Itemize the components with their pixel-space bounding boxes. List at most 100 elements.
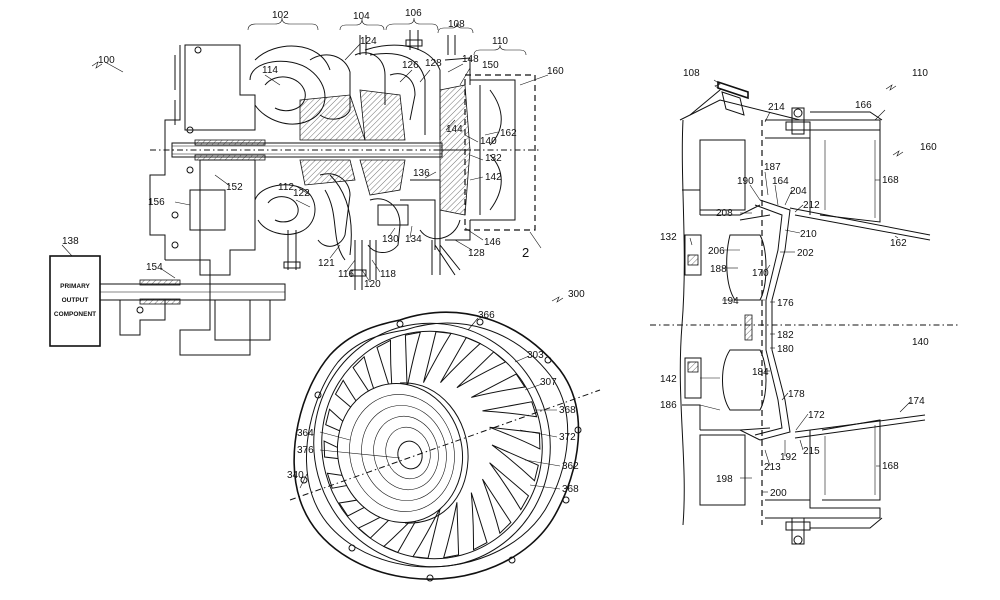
fig1-leaders: [61, 43, 549, 283]
top-bolt: [785, 107, 811, 135]
ref-307: 307: [540, 377, 557, 388]
ref-300: 300: [568, 289, 585, 300]
ref-121: 121: [318, 258, 335, 269]
ref-108-f3: 108: [683, 68, 700, 79]
ref-142-f3: 142: [660, 374, 677, 385]
ref-190: 190: [737, 176, 754, 187]
ref-134: 134: [405, 234, 422, 245]
ref-168-upper: 168: [882, 175, 899, 186]
ref-200: 200: [770, 488, 787, 499]
ref-208: 208: [716, 208, 733, 219]
ref-176: 176: [777, 298, 794, 309]
ref-194: 194: [722, 296, 739, 307]
ref-182: 182: [777, 330, 794, 341]
fittings: [283, 30, 456, 290]
vane: [442, 502, 460, 559]
vane: [491, 444, 539, 482]
ref-150: 150: [482, 60, 499, 71]
gearbox-housing: [119, 44, 331, 356]
ref-186: 186: [660, 400, 677, 411]
ref-136: 136: [413, 168, 430, 179]
ref-154: 154: [146, 262, 163, 273]
figure-2-impeller: 300 366 303 307 368 372 362 368 364 376 …: [287, 289, 601, 582]
ref-128-upper: 128: [425, 58, 442, 69]
ref-170: 170: [752, 268, 769, 279]
ref-120: 120: [364, 279, 381, 290]
ref-104: 104: [353, 11, 370, 22]
ref-303: 303: [527, 350, 544, 361]
ref-364: 364: [297, 428, 314, 439]
vane: [412, 507, 441, 559]
outer-housing-2: [293, 311, 580, 580]
ref-206: 206: [708, 246, 725, 257]
ref-172: 172: [808, 410, 825, 421]
ref-210: 210: [800, 229, 817, 240]
figure-1-engine-cross-section: PRIMARY OUTPUT COMPONENT: [49, 8, 564, 356]
ref-213: 213: [764, 462, 781, 473]
box-text-line-3: COMPONENT: [54, 311, 96, 318]
ref-187: 187: [764, 162, 781, 173]
blades: [699, 139, 767, 506]
ref-106: 106: [405, 8, 422, 19]
ref-126: 126: [402, 60, 419, 71]
ref-372: 372: [559, 432, 576, 443]
ref-192: 192: [780, 452, 797, 463]
ref-114: 114: [262, 65, 278, 76]
ref-130: 130: [382, 234, 399, 245]
detail-2-boundary: [464, 74, 536, 231]
ref-108: 108: [448, 19, 465, 30]
housing-bolts: [300, 318, 582, 582]
box-text-line-1: PRIMARY: [60, 283, 90, 290]
ref-368-lower: 368: [562, 484, 579, 495]
vane: [471, 373, 526, 398]
web-plates: [700, 199, 791, 441]
ref-102: 102: [272, 10, 289, 21]
ref-138: 138: [62, 236, 79, 247]
ref-128-lower: 128: [468, 248, 485, 259]
ref-110: 110: [492, 36, 508, 47]
compressor-volute-lower: [254, 159, 461, 276]
figure-3-detail-section: 108 110 166 160 214 168 187 190 164 204 …: [650, 68, 960, 545]
ref-116: 116: [338, 269, 354, 280]
ref-180: 180: [777, 344, 794, 355]
ref-174: 174: [908, 396, 925, 407]
ref-122: 122: [293, 188, 310, 199]
fig3-leaders: [689, 79, 911, 493]
drum-168: [819, 129, 881, 501]
ref-140-f3: 140: [912, 337, 929, 348]
ref-184: 184: [752, 367, 769, 378]
ref-362: 362: [562, 461, 579, 472]
ref-340: 340: [287, 470, 304, 481]
axis-340: [289, 389, 601, 501]
fig1-labels: 100 102 104 106 108 110 160 114 124 126 …: [62, 8, 564, 290]
vane: [489, 462, 530, 511]
primary-output-component-box: PRIMARY OUTPUT COMPONENT: [49, 255, 101, 347]
ref-215: 215: [803, 446, 820, 457]
ref-366: 366: [478, 310, 495, 321]
vane: [456, 351, 507, 389]
ref-124: 124: [360, 36, 377, 47]
fig2-labels: 300 366 303 307 368 372 362 368 364 376 …: [287, 289, 585, 495]
ref-144: 144: [446, 124, 463, 135]
ref-148: 148: [462, 54, 479, 65]
ref-162: 162: [500, 128, 517, 139]
section-braces: [247, 17, 527, 56]
ref-162-f3: 162: [890, 238, 907, 249]
ref-164: 164: [772, 176, 789, 187]
detail-ref-2: 2: [522, 245, 529, 260]
ref-198: 198: [716, 474, 733, 485]
ref-132: 132: [485, 153, 502, 164]
vane: [489, 426, 541, 450]
ref-142: 142: [485, 172, 502, 183]
vane: [482, 401, 538, 418]
ref-112: 112: [278, 182, 294, 193]
ref-204: 204: [790, 186, 807, 197]
ref-214: 214: [768, 102, 785, 113]
ref-376: 376: [297, 445, 314, 456]
ref-188: 188: [710, 264, 727, 275]
left-components: [682, 189, 702, 430]
ref-118: 118: [380, 269, 396, 280]
vane: [482, 478, 512, 535]
ref-166: 166: [855, 100, 872, 111]
